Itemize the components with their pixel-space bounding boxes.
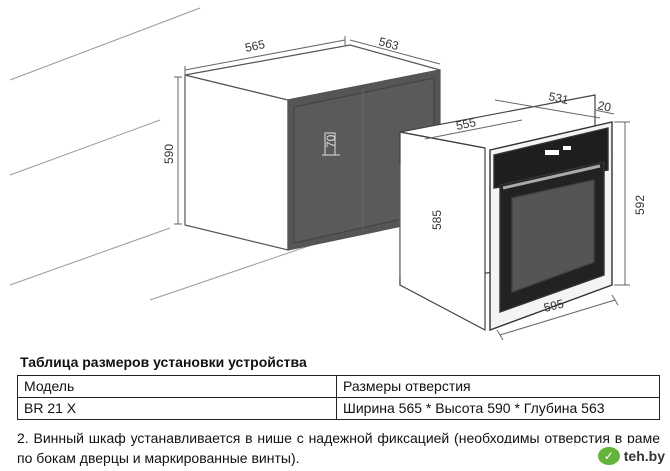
oven-depth-label: 531	[547, 89, 570, 107]
niche-depth-label: 563	[377, 34, 400, 53]
oven-body-width-dimension	[424, 119, 523, 140]
cell-model: BR 21 X	[17, 397, 337, 420]
niche-height-label: 590	[162, 144, 176, 164]
oven-front-width-label: 595	[542, 296, 565, 315]
cell-size: Ширина 565 * Высота 590 * Глубина 563	[336, 397, 660, 420]
niche-height-dimension	[174, 76, 182, 225]
header-model: Модель	[17, 375, 337, 398]
oven-body-height-label: 585	[430, 210, 444, 230]
oven-door-depth-label: 20	[596, 98, 612, 115]
installation-note: 2. Винный шкаф устанавливается в нише с …	[17, 430, 660, 466]
table-row: BR 21 X Ширина 565 * Высота 590 * Глубин…	[17, 397, 660, 420]
table-title: Таблица размеров установки устройства	[20, 354, 307, 370]
dimensions-table: Модель Размеры отверстия BR 21 X Ширина …	[17, 375, 660, 420]
header-size: Размеры отверстия	[336, 375, 660, 398]
niche-depth-dimension	[349, 39, 441, 65]
oven-body-width-label: 555	[455, 115, 478, 133]
watermark: ✓ teh.by	[495, 443, 665, 469]
oven-display	[545, 146, 571, 155]
oven-depth-dimension	[494, 99, 615, 119]
table-header-row: Модель Размеры отверстия	[17, 375, 660, 398]
oven-front-height-dimension	[614, 121, 630, 286]
oven-front-height-label: 592	[633, 195, 647, 215]
vent-height-label: 70	[324, 134, 338, 148]
installation-diagram: 70 565 563 590 531 20	[9, 7, 647, 341]
niche-width-label: 565	[244, 37, 267, 55]
watermark-text: teh.by	[623, 448, 665, 464]
oven-front-width-dimension	[496, 294, 619, 341]
teh-by-logo-icon: ✓	[597, 447, 620, 465]
vent-marker	[322, 132, 340, 156]
oven-front	[489, 121, 613, 332]
niche-width-dimension	[184, 36, 346, 76]
